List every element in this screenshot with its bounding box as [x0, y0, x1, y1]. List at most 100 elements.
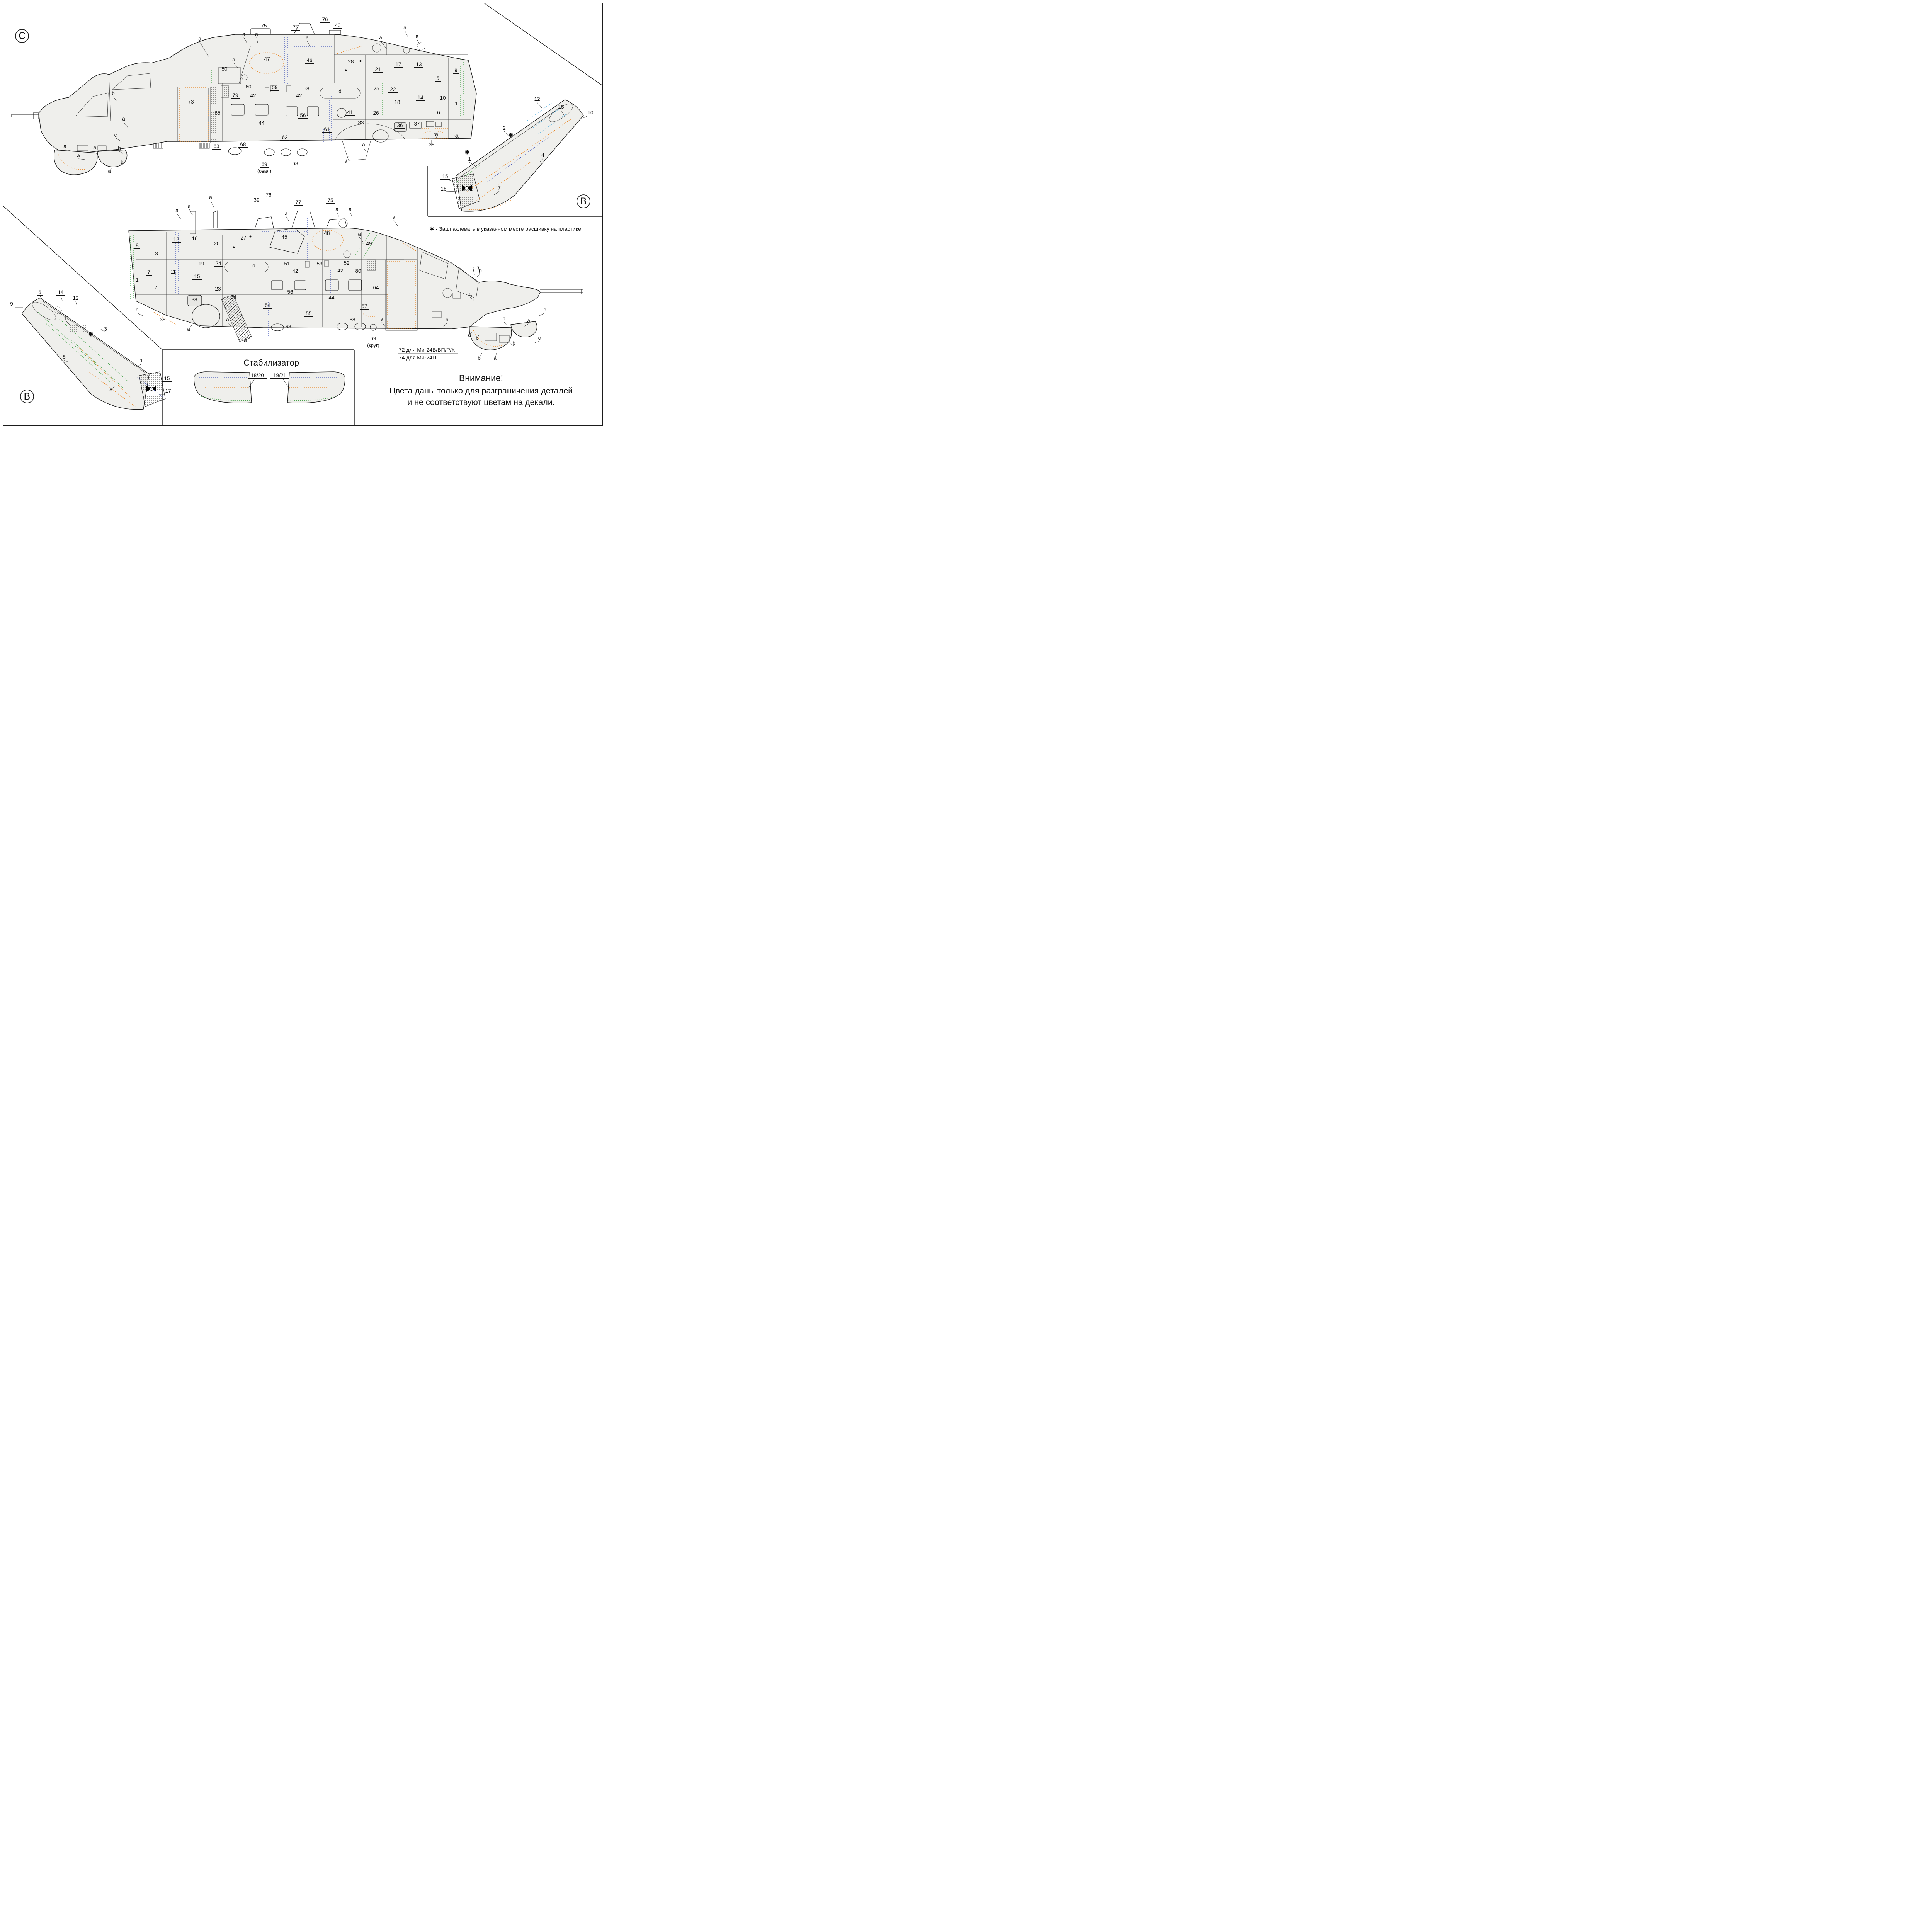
variant-note-line1: 72 для Ми-24В/ВП/Р/К — [399, 347, 455, 353]
part-label: 37 — [414, 121, 420, 127]
panel-45 — [269, 228, 305, 254]
round-fairing — [192, 304, 220, 328]
sheet-frame — [3, 3, 603, 426]
part-label: 15 — [164, 376, 170, 381]
part-label: a — [379, 35, 382, 41]
view-c-letter: C — [19, 31, 26, 41]
part-label: a — [175, 208, 179, 213]
dashed-round-panel — [417, 42, 425, 51]
blue-panel-markings — [284, 36, 405, 142]
part-label: a — [335, 206, 338, 212]
nose-sensor-pod — [54, 150, 98, 175]
part-label: 35 — [429, 142, 434, 148]
part-label: a — [468, 332, 471, 338]
part-label: 80 — [355, 268, 361, 274]
cabin-windows — [231, 104, 319, 116]
orange-oval-48 — [312, 230, 344, 251]
part-label: a — [242, 31, 245, 37]
part-label: 35 — [160, 317, 165, 323]
stipple-strip-65 — [210, 87, 216, 143]
part-label: 33 — [358, 120, 364, 126]
leading-edge-line — [42, 301, 146, 374]
stipple-strip — [190, 211, 196, 234]
variant-note: 72 для Ми-24В/ВП/Р/К 74 для Ми-24П — [398, 347, 458, 361]
part-label: 16 — [192, 236, 197, 242]
part-label: 57 — [361, 303, 367, 309]
part-label: 3 — [104, 326, 107, 332]
cabin-windows — [271, 279, 362, 291]
green-markings — [201, 396, 337, 401]
belly-box — [77, 145, 88, 151]
part-label: 1 — [140, 358, 143, 364]
part-label: 76 — [265, 192, 271, 198]
rivet-dots-28 — [345, 60, 362, 71]
deck-hatches — [265, 85, 291, 92]
louver-grille-2 — [199, 143, 210, 149]
part-label: a — [198, 36, 201, 42]
gun-barrel — [11, 112, 39, 119]
part-label: 7 — [147, 269, 150, 275]
part-label: b — [512, 340, 515, 346]
part-label: 12 — [173, 236, 179, 242]
port-fuselage-view — [128, 200, 583, 359]
part-label: a — [403, 25, 406, 31]
part-label: 44 — [328, 295, 335, 301]
canopy-glazing — [75, 73, 151, 121]
part-label: 68 — [285, 324, 291, 330]
part-label: 10 — [587, 110, 593, 116]
part-label: 11 — [64, 315, 69, 321]
part-label: b — [121, 160, 124, 165]
belly-ovals — [271, 323, 377, 331]
part-label: 55 — [306, 311, 311, 316]
stipple-panel-79 — [221, 85, 229, 98]
part-label: 49 — [366, 241, 372, 247]
fin-right-panel-border — [427, 166, 603, 217]
green-panel-markings — [130, 232, 378, 301]
gear-fairing — [335, 123, 405, 161]
part-label: 1 — [468, 156, 471, 162]
part-label: 5 — [436, 75, 439, 81]
belly-box-2 — [97, 145, 107, 151]
part-label: a — [285, 211, 288, 216]
part-label: c — [114, 132, 117, 138]
leader-lines — [15, 295, 165, 395]
part-label: 6 — [38, 289, 41, 295]
part-label: a — [493, 355, 497, 361]
part-label: 3 — [155, 251, 158, 257]
part-label: (овал) — [257, 168, 271, 174]
part-label: a — [469, 291, 472, 297]
part-label: 9 — [10, 301, 13, 307]
part-label: a — [63, 143, 66, 149]
part-label: a — [435, 131, 438, 137]
round-panel-2 — [343, 250, 351, 258]
asterisk-note: ✱ - Зашпаклевать в указанном месте расши… — [430, 226, 581, 232]
part-label: ✱ — [88, 331, 94, 338]
part-label: a — [358, 231, 361, 237]
part-label: 27 — [240, 235, 246, 241]
fin-tip-fairing — [549, 104, 573, 122]
balance-weight-symbol — [146, 386, 156, 392]
part-label: 42 — [292, 268, 298, 274]
part-label: 21 — [375, 66, 381, 72]
leader-lines — [65, 31, 457, 172]
nose-sensor-pod-2 — [510, 321, 537, 338]
part-label: 9 — [454, 68, 457, 73]
part-label: 63 — [213, 143, 219, 149]
part-label: a — [415, 33, 418, 39]
part-label: b — [478, 355, 481, 361]
part-label: 75 — [261, 23, 267, 29]
part-label: 15 — [442, 173, 448, 179]
part-label: 42 — [296, 93, 302, 99]
part-label: 48 — [324, 230, 330, 236]
part-label: 46 — [306, 58, 312, 63]
divider-top-right — [484, 3, 603, 86]
blue-panel-markings — [175, 218, 331, 337]
part-label: b — [118, 145, 121, 151]
part-label: 17 — [165, 388, 171, 394]
part-label: a — [188, 203, 191, 209]
part-label: a — [456, 133, 459, 139]
part-label: 2 — [503, 125, 506, 131]
